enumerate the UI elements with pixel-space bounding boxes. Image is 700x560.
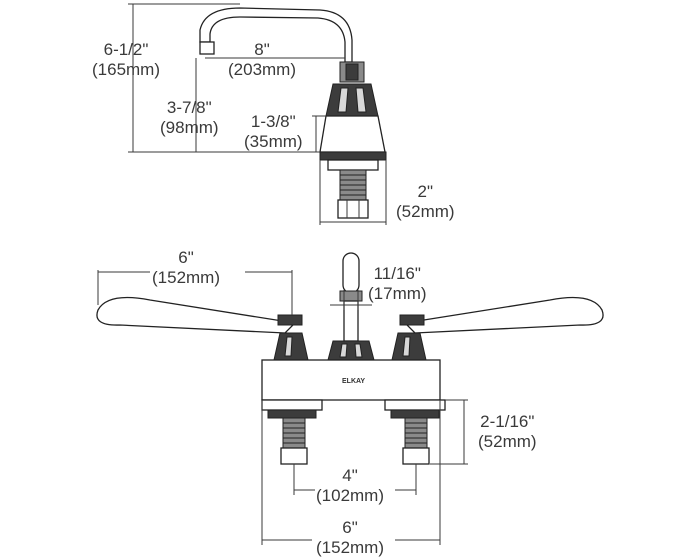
overall-height-label: 6-1/2" (165mm) [92,40,160,80]
body-height-inches: 1-3/8" [250,112,296,131]
spout-reach-label: 8" (203mm) [228,40,296,80]
brand-label: ELKAY [342,378,365,385]
handle-length-label: 6" (152mm) [152,248,220,288]
base-width-mm: (152mm) [316,538,385,557]
spout-diameter-inches: 11/16" [373,264,421,283]
handle-length-mm: (152mm) [152,268,221,287]
side-view-faucet [199,7,387,219]
shank-height-inches: 2-1/16" [480,412,535,431]
shank-length-mm: (52mm) [396,202,455,221]
spout-diameter-mm: (17mm) [368,284,427,303]
body-height-label: 1-3/8" (35mm) [244,112,303,152]
spout-height-label: 3-7/8" (98mm) [160,98,219,138]
spout-height-mm: (98mm) [160,118,219,137]
handle-length-inches: 6" [178,248,194,267]
spout-reach-mm: (203mm) [228,60,297,79]
base-width-inches: 6" [342,518,358,537]
front-view-faucet [96,252,604,465]
base-width-label: 6" (152mm) [316,518,384,558]
body-height-mm: (35mm) [244,132,303,151]
side-view-dimension-lines [128,3,387,225]
spout-diameter-label: 11/16" (17mm) [368,264,427,304]
center-spacing-inches: 4" [342,466,358,485]
center-spacing-mm: (102mm) [316,486,385,505]
shank-length-label: 2" (52mm) [396,182,455,222]
overall-height-inches: 6-1/2" [103,40,149,59]
shank-height-label: 2-1/16" (52mm) [478,412,537,452]
front-view-dimension-lines [97,270,468,545]
spout-height-inches: 3-7/8" [166,98,212,117]
overall-height-mm: (165mm) [92,60,161,79]
spout-reach-inches: 8" [254,40,270,59]
shank-length-inches: 2" [417,182,434,201]
shank-height-mm: (52mm) [478,432,537,451]
center-spacing-label: 4" (102mm) [316,466,384,506]
